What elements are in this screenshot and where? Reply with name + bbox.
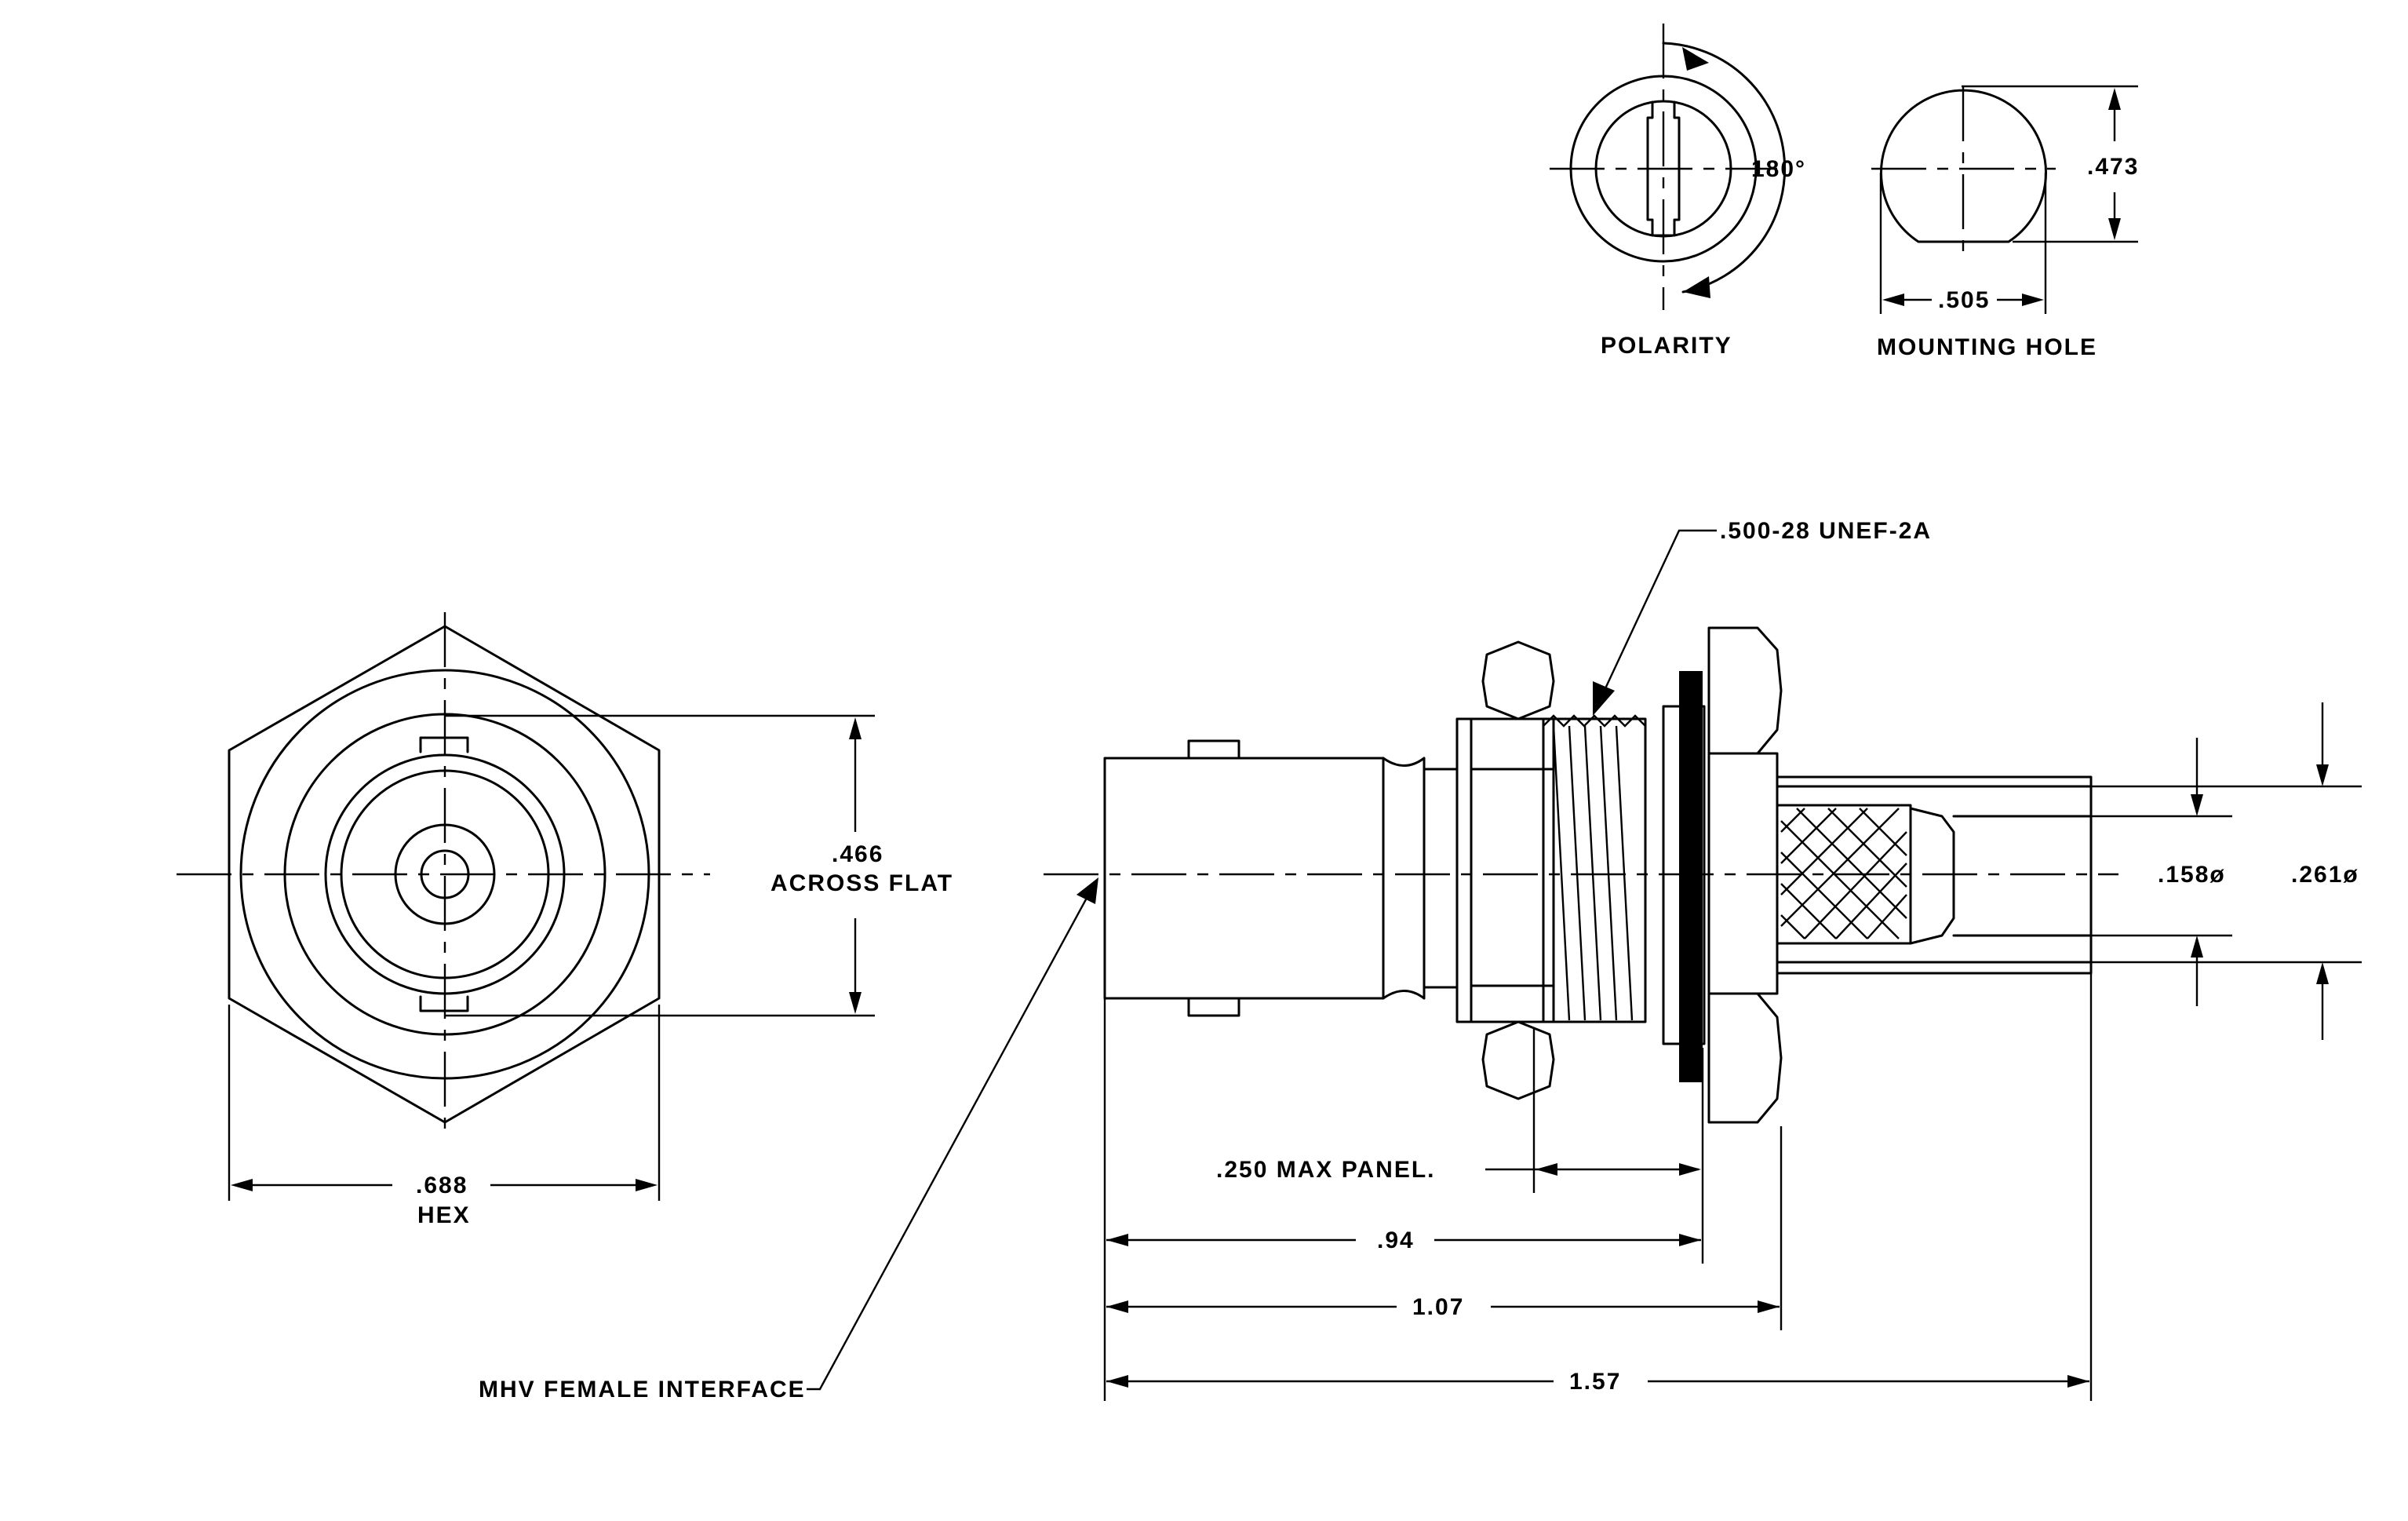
rotation-arc (1662, 42, 1787, 294)
across-flat-value: .466 (832, 841, 883, 867)
dim-157: 1.57 (1569, 1369, 1621, 1395)
dim-107: 1.07 (1412, 1294, 1464, 1320)
mount-height-value: .473 (2087, 154, 2139, 180)
polarity-label: POLARITY (1601, 333, 1732, 359)
interface-callout: MHV FEMALE INTERFACE (479, 1377, 806, 1402)
dim-094: .94 (1377, 1227, 1415, 1253)
polarity-view: 180° POLARITY (1550, 24, 1806, 359)
mounting-hole-label: MOUNTING HOLE (1877, 334, 2097, 360)
diameter-outer: .261ø (2291, 862, 2359, 888)
mount-width-value: .505 (1938, 287, 1990, 313)
connector-side-view: .158ø .261ø .500-28 UNEF-2A MHV FEMALE I… (479, 518, 2362, 1402)
thread-callout: .500-28 UNEF-2A (1720, 518, 1932, 544)
panel-dimension: .250 MAX PANEL. (1216, 1157, 1436, 1183)
hex-value: .688 (416, 1173, 468, 1198)
hex-label: HEX (417, 1202, 471, 1228)
across-flat-label: ACROSS FLAT (770, 870, 953, 896)
hex-front-view: .466 ACROSS FLAT .688 HEX (177, 612, 953, 1228)
panel-washer (1679, 671, 1703, 1082)
diameter-inner: .158ø (2158, 862, 2226, 888)
polarity-angle: 180° (1751, 156, 1806, 182)
mounting-hole-view: .473 .505 MOUNTING HOLE (1871, 85, 2139, 360)
